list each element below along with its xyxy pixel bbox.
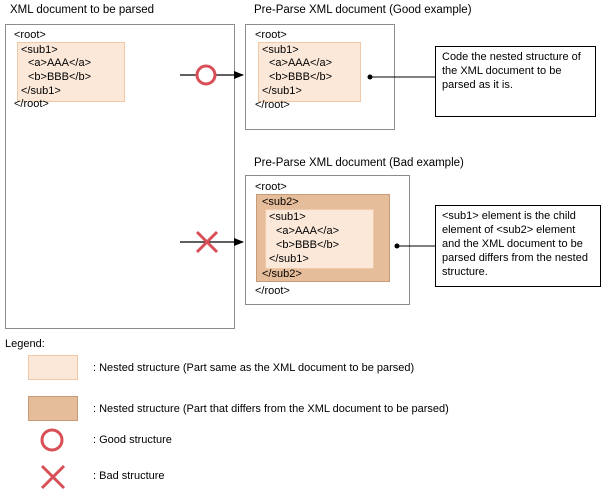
good-line-sub1-open: <sub1> xyxy=(262,44,299,56)
good-line-a: <a>AAA</a> xyxy=(269,57,332,69)
bad-line-sub1-close: </sub1> xyxy=(269,253,309,265)
bad-note: <sub1> element is the child element of <… xyxy=(435,205,601,287)
bad-line-root-close: </root> xyxy=(255,285,290,297)
legend-light-label: : Nested structure (Part same as the XML… xyxy=(93,362,415,374)
bad-line-root-open: <root> xyxy=(255,181,287,193)
source-line-b: <b>BBB</b> xyxy=(28,71,91,83)
bad-line-sub1-open: <sub1> xyxy=(269,211,306,223)
source-line-root-open: <root> xyxy=(14,29,46,41)
bad-note-connector xyxy=(394,243,435,249)
legend-title: Legend: xyxy=(5,338,45,350)
legend-good-circle-icon xyxy=(40,428,64,452)
bad-line-sub2-open: <sub2> xyxy=(262,196,299,208)
source-line-sub1-close: </sub1> xyxy=(21,85,61,97)
good-note-connector xyxy=(367,74,435,80)
bad-line-a: <a>AAA</a> xyxy=(276,225,339,237)
good-line-sub1-close: </sub1> xyxy=(262,85,302,97)
bad-panel: <root> <sub2> <sub1> <a>AAA</a> <b>BBB</… xyxy=(245,175,410,305)
legend-dark-swatch xyxy=(28,396,78,421)
legend-bad-cross-icon xyxy=(40,464,66,490)
good-line-b: <b>BBB</b> xyxy=(269,71,332,83)
good-line-root-close: </root> xyxy=(255,99,290,111)
source-line-a: <a>AAA</a> xyxy=(28,57,91,69)
source-line-root-close: </root> xyxy=(14,98,49,110)
source-sub1-block xyxy=(17,42,125,102)
legend-good-label: : Good structure xyxy=(93,434,172,446)
good-sub1-block xyxy=(258,42,361,102)
good-circle-icon xyxy=(195,64,217,86)
bad-line-sub2-close: </sub2> xyxy=(262,268,302,280)
legend-light-swatch xyxy=(28,355,78,380)
source-line-sub1-open: <sub1> xyxy=(21,44,58,56)
legend-dark-label: : Nested structure (Part that differs fr… xyxy=(93,403,449,415)
good-line-root-open: <root> xyxy=(255,29,287,41)
bad-cross-icon xyxy=(195,230,219,254)
source-title: XML document to be parsed xyxy=(10,4,155,16)
bad-sub1-block xyxy=(265,209,374,269)
good-title: Pre-Parse XML document (Good example) xyxy=(254,4,472,16)
bad-title: Pre-Parse XML document (Bad example) xyxy=(254,157,464,169)
legend-bad-label: : Bad structure xyxy=(93,470,165,482)
bad-line-b: <b>BBB</b> xyxy=(276,239,339,251)
good-note: Code the nested structure of the XML doc… xyxy=(435,46,596,117)
